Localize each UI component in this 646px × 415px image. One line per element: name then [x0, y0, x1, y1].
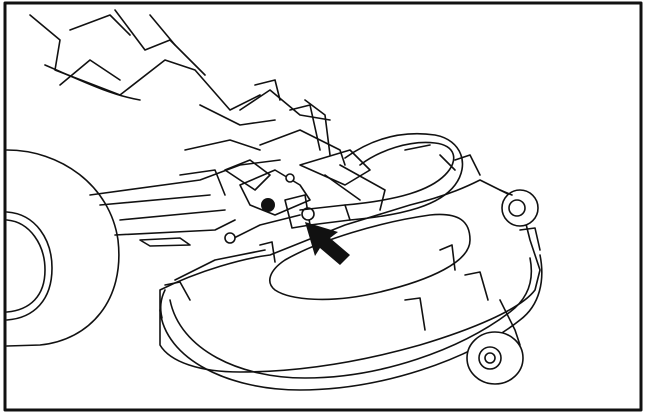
- hitch-pin: [301, 207, 315, 221]
- bumper-rail: [159, 227, 543, 391]
- frame-rails: [89, 159, 281, 247]
- front-right-caster: [466, 299, 524, 385]
- pivot-bolt: [261, 198, 275, 212]
- front-left-caster: [499, 189, 539, 227]
- figure-border: [3, 1, 643, 412]
- mower-deck: [159, 144, 541, 373]
- tractor-body: [29, 9, 331, 151]
- arrow-pointer-icon: [305, 222, 350, 265]
- rear-wheel: [6, 149, 120, 347]
- deck-linkage: [224, 99, 386, 244]
